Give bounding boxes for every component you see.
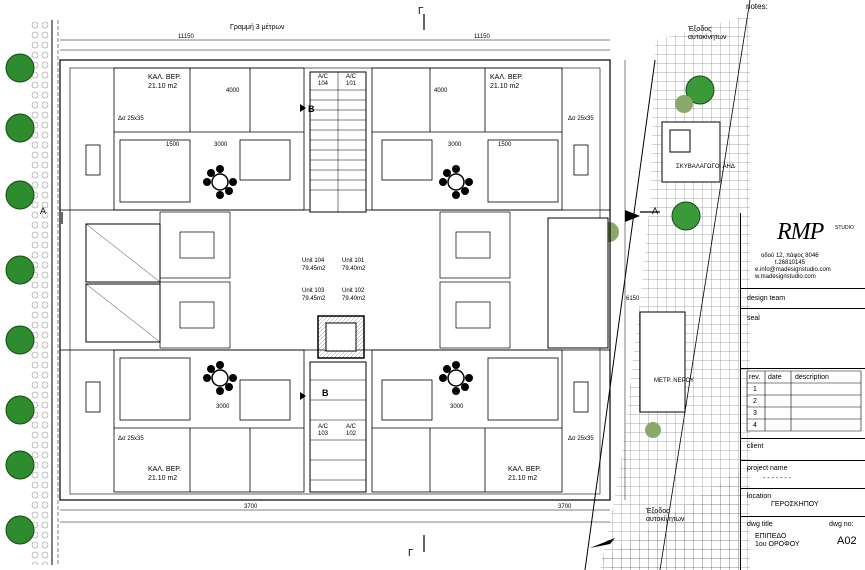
dwg-title-label: dwg title — [747, 521, 773, 528]
web-line: w.madesignstudio.com — [755, 274, 816, 280]
logo: RMP — [777, 219, 824, 245]
rev-row-3: 3 — [753, 410, 757, 417]
dimension-lines — [60, 39, 626, 523]
rev-row-1: 1 — [753, 386, 757, 393]
unit-br — [371, 349, 563, 493]
section-arrow-a — [625, 210, 640, 222]
project-cell: project name - - - - - - - — [741, 461, 865, 489]
dwg-no-label: dwg no: — [829, 521, 854, 528]
section-arrow-b-bottom — [300, 392, 306, 400]
rev-header: rev. — [749, 374, 761, 381]
revision-grid — [746, 370, 862, 432]
address-line2: t.26810145 — [775, 260, 806, 266]
dwg-no-value: A02 — [837, 535, 857, 547]
project-name-value: - - - - - - - — [763, 475, 791, 482]
location-value: ΓΕΡΟΣΚΗΠΟΥ — [771, 501, 819, 508]
dwg-title-value2: 1ου ΟΡΟΦΟΥ — [755, 541, 800, 548]
paving-grid-lower — [600, 470, 740, 570]
title-block: RMP STUDIO οδού 12, πάφος 8046 t.2681014… — [740, 213, 865, 570]
email-line: e.info@madesignstudio.com — [755, 267, 831, 273]
rev-row-4: 4 — [753, 422, 757, 429]
hedge-strip — [30, 20, 50, 565]
client-label: client — [747, 443, 764, 450]
section-markers — [61, 14, 660, 552]
section-arrow-b-top — [300, 104, 306, 112]
address-line1: οδού 12, πάφος 8046 — [761, 253, 819, 259]
unit-tr — [371, 67, 563, 211]
location-cell: location ΓΕΡΟΣΚΗΠΟΥ — [741, 489, 865, 517]
design-team-cell: design team — [741, 289, 865, 309]
boundary-line-2 — [659, 0, 751, 570]
parking-right — [547, 217, 609, 349]
unit-tl — [113, 67, 305, 211]
location-label: location — [747, 493, 772, 500]
client-cell: client — [741, 439, 865, 461]
design-team-label: design team — [747, 295, 786, 302]
logo-cell: RMP STUDIO οδού 12, πάφος 8046 t.2681014… — [741, 213, 865, 289]
lower-stair — [309, 361, 367, 493]
dwg-cell: dwg title dwg no: ΕΠΙΠΕΔΟ 1ου ΟΡΟΦΟΥ A02 — [741, 517, 865, 570]
description-header: description — [795, 374, 829, 381]
seal-cell: seal — [741, 309, 865, 369]
trees-left — [5, 53, 35, 545]
dining-tables — [203, 165, 473, 395]
balcony-tables — [85, 144, 589, 413]
logo-sub: STUDIO — [835, 225, 854, 231]
date-header: date — [768, 374, 782, 381]
unit-bl — [113, 349, 305, 493]
boundary-line — [584, 59, 656, 570]
project-name-label: project name — [747, 465, 788, 472]
meter-room — [639, 311, 686, 413]
north-arrow — [590, 538, 615, 548]
rev-row-2: 2 — [753, 398, 757, 405]
seal-label: seal — [747, 315, 760, 322]
revision-table: rev. date description 1 2 3 4 — [741, 369, 865, 439]
middle-rooms — [159, 211, 511, 349]
dwg-title-value1: ΕΠΙΠΕΔΟ — [755, 533, 787, 540]
